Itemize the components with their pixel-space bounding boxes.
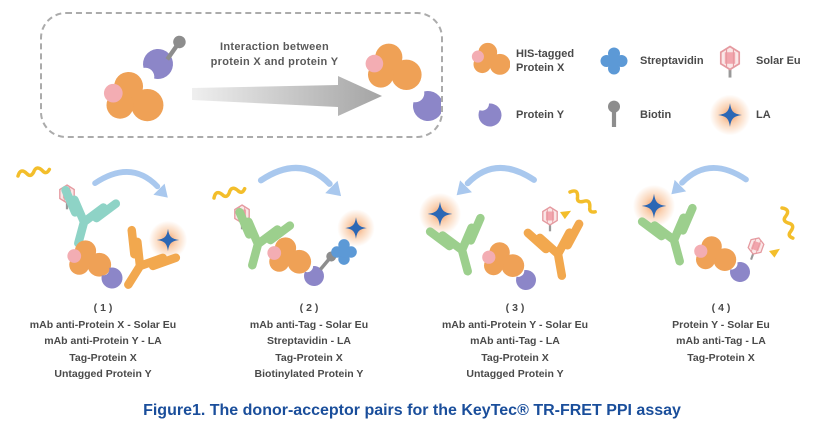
interaction-arrow-icon <box>192 76 382 116</box>
legend-label: HIS-tagged Protein X <box>516 48 575 74</box>
fret-arrow-icon <box>95 172 168 198</box>
panel-3-caption: ( 3 ) mAb anti-Protein Y - Solar Eu mAb … <box>442 300 588 383</box>
interaction-overview-box: Interaction between protein X and protei… <box>40 12 443 138</box>
legend-label: Protein Y <box>516 109 565 121</box>
panel-number: ( 3 ) <box>505 302 525 314</box>
caption-line: mAb anti-Tag - LA <box>470 335 560 347</box>
pair-panels: ( 1 ) mAb anti-Protein X - Solar Eu mAb … <box>0 158 824 383</box>
figure-caption: Figure1. The donor-acceptor pairs for th… <box>143 402 681 419</box>
caption-line: Tag-Protein X <box>687 351 755 364</box>
excitation-squiggle-icon <box>567 186 600 216</box>
protein-x-icon <box>103 71 164 122</box>
panel-2-caption: ( 2 ) mAb anti-Tag - Solar Eu Streptavid… <box>250 300 368 383</box>
legend-item-his-tagged-protein-x: HIS-tagged Protein X <box>470 41 594 81</box>
panel-4: ( 4 ) Protein Y - Solar Eu mAb anti-Tag … <box>618 158 824 383</box>
fret-arrow-icon <box>457 168 534 195</box>
protein-x-icon <box>471 42 510 75</box>
legend-item-solar-eu: Solar Eu <box>710 41 820 81</box>
panel-4-caption: ( 4 ) Protein Y - Solar Eu mAb anti-Tag … <box>672 300 770 366</box>
protein-y-icon <box>408 86 441 128</box>
panel-4-illustration <box>632 158 798 287</box>
legend-item-la: LA <box>710 95 820 135</box>
caption-line: Untagged Protein Y <box>466 368 564 380</box>
interaction-overview-illustration <box>103 14 441 128</box>
caption-line: Protein Y - Solar Eu <box>672 318 770 331</box>
caption-line: Tag-Protein X <box>275 351 343 364</box>
caption-line: mAb anti-Tag - Solar Eu <box>249 318 369 331</box>
caption-line: mAb anti-Protein Y - Solar Eu <box>441 318 589 331</box>
interaction-arrow-label-line1: Interaction between <box>220 41 329 53</box>
legend-item-protein-y: Protein Y <box>470 95 594 135</box>
la-icon <box>710 95 750 135</box>
panel-1-illustration <box>15 164 188 298</box>
la-icon <box>148 220 188 260</box>
caption-line: Biotinylated Protein Y <box>254 368 364 380</box>
panel-number: ( 2 ) <box>299 302 319 314</box>
interaction-arrow-label-line2: protein X and protein Y <box>210 56 339 68</box>
protein-y-icon <box>474 100 507 132</box>
legend-label: Solar Eu <box>756 55 801 67</box>
protein-x-icon <box>482 242 525 277</box>
interaction-arrow-label: Interaction between protein X and protei… <box>167 40 382 70</box>
excitation-squiggle-icon <box>211 183 248 202</box>
panel-3: ( 3 ) mAb anti-Protein Y - Solar Eu mAb … <box>412 158 618 383</box>
caption-line: Tag-Protein X <box>481 351 549 364</box>
biotin-icon <box>594 95 634 135</box>
caption-line: Untagged Protein Y <box>54 368 152 380</box>
streptavidin-icon <box>600 47 628 75</box>
panel-number: ( 1 ) <box>93 302 113 314</box>
caption-line: Streptavidin - LA <box>266 335 351 347</box>
caption-line: mAb anti-Protein Y - LA <box>44 335 162 347</box>
panel-1-caption: ( 1 ) mAb anti-Protein X - Solar Eu mAb … <box>30 300 176 383</box>
panel-number: ( 4 ) <box>711 302 731 314</box>
excitation-arrowhead-icon <box>558 207 572 221</box>
legend-label: Streptavidin <box>640 55 704 67</box>
panel-3-illustration <box>418 158 600 295</box>
solar-eu-icon <box>541 205 559 233</box>
protein-x-icon <box>67 240 112 277</box>
caption-line: mAb anti-Protein X - Solar Eu <box>29 318 177 331</box>
panel-2-illustration <box>211 158 375 290</box>
legend: HIS-tagged Protein X Streptavidin Solar … <box>470 34 820 142</box>
legend-item-biotin: Biotin <box>594 95 710 135</box>
caption-line: mAb anti-Tag - LA <box>676 335 766 347</box>
excitation-arrowhead-icon <box>767 246 780 259</box>
antibody-orange-icon <box>528 224 588 280</box>
panel-2: ( 2 ) mAb anti-Tag - Solar Eu Streptavid… <box>206 158 412 383</box>
legend-item-streptavidin: Streptavidin <box>594 41 710 81</box>
la-icon <box>418 192 462 236</box>
excitation-squiggle-icon <box>778 204 798 241</box>
solar-eu-icon <box>743 234 767 263</box>
protein-x-icon <box>267 237 312 274</box>
protein-x-icon <box>694 236 737 271</box>
panel-1: ( 1 ) mAb anti-Protein X - Solar Eu mAb … <box>0 158 206 383</box>
caption-line: Tag-Protein X <box>69 351 137 364</box>
fret-arrow-icon <box>671 168 746 194</box>
legend-label: Biotin <box>640 109 672 121</box>
legend-label: LA <box>756 109 771 121</box>
solar-eu-icon <box>719 45 741 79</box>
fret-arrow-icon <box>261 168 341 196</box>
excitation-squiggle-icon <box>15 164 52 180</box>
